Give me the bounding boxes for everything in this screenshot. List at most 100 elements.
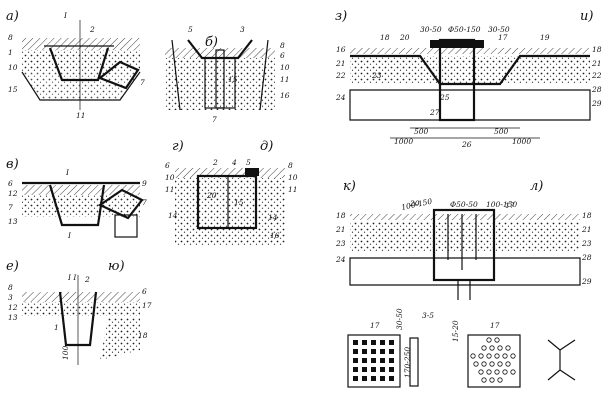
- callout-17-grate-sq: 17: [370, 321, 380, 330]
- grate-hole: [486, 369, 492, 375]
- callout-13: 13: [8, 217, 18, 226]
- callout-21k: 21: [335, 225, 346, 234]
- callout-10b: 10: [280, 63, 290, 72]
- section-mark-a: I: [63, 11, 68, 20]
- callout-6v: 6: [8, 179, 13, 188]
- panel-label-z: з): [335, 9, 347, 24]
- panel-label-v: в): [6, 157, 19, 172]
- grate-hole: [481, 361, 487, 367]
- grate-hole: [497, 361, 503, 367]
- callout-3: 3: [240, 25, 245, 34]
- callout-17k: 17: [505, 201, 515, 210]
- slab-layer: [165, 48, 275, 58]
- dim-phi-50-150: Φ50-150: [448, 25, 481, 34]
- callout-14g2: 14: [268, 213, 278, 222]
- grate-plate: [347, 334, 401, 388]
- grate-hole: [510, 353, 516, 359]
- callout-6e: 6: [142, 287, 147, 296]
- grate-hole: [486, 337, 492, 343]
- panel-z: [349, 38, 591, 139]
- grate-hole: [502, 369, 508, 375]
- grate-hole: [362, 358, 367, 363]
- grate-hole: [353, 376, 358, 381]
- concrete-layer: [175, 178, 285, 245]
- callout-15g: 15: [234, 198, 244, 207]
- slab-layer: [22, 38, 140, 50]
- grate-square: [347, 334, 419, 388]
- side-walls: [171, 39, 269, 111]
- callout-15: 15: [8, 85, 18, 94]
- callout-9: 9: [142, 179, 147, 188]
- grate-hole: [371, 358, 376, 363]
- grate-hole: [353, 358, 358, 363]
- callout-1e: 1: [54, 323, 59, 332]
- section-mark-e: I I: [67, 273, 77, 282]
- callout-28: 28: [591, 85, 602, 94]
- grate-hole: [494, 353, 500, 359]
- panel-label-e: е): [6, 259, 19, 274]
- grate-round: [467, 334, 576, 388]
- top-layer: [350, 48, 590, 54]
- callout-18e: 18: [138, 331, 148, 340]
- grate-hole: [505, 345, 511, 351]
- panel-g: [175, 168, 285, 245]
- callout-2g: 2: [212, 158, 218, 167]
- slab-layer: [22, 292, 140, 302]
- grate-hole: [380, 358, 385, 363]
- grate-plate: [467, 334, 521, 388]
- drain-cap: [430, 40, 484, 48]
- callout-23: 23: [371, 71, 382, 80]
- callout-17-grate-rd: 17: [490, 321, 500, 330]
- grate-hole: [371, 340, 376, 345]
- callout-8: 8: [8, 33, 13, 42]
- grate-hole: [497, 377, 503, 383]
- membrane: [350, 54, 590, 86]
- callout-29: 29: [591, 99, 602, 108]
- callout-13e: 13: [8, 313, 18, 322]
- dim-500-left: 500: [414, 127, 429, 136]
- concrete-layer: [22, 195, 140, 217]
- dim-phi50-50: Φ50-50: [450, 200, 478, 209]
- callout-2e: 2: [84, 275, 90, 284]
- grate-bracket: [547, 339, 576, 381]
- callout-3e: 3: [8, 293, 13, 302]
- dim-1000-left: 1000: [394, 137, 413, 146]
- callout-22: 22: [335, 71, 346, 80]
- callout-7: 7: [140, 78, 145, 87]
- grate-hole: [353, 367, 358, 372]
- labels: а) б) в) г) д) е) ю) з) и) к) л) I I I I…: [6, 9, 602, 378]
- section-mark-v-bot: I: [67, 231, 72, 240]
- grate-hole: [489, 361, 495, 367]
- callout-27: 27: [429, 108, 440, 117]
- pipe-end: [114, 214, 138, 238]
- panel-label-i: и): [580, 9, 593, 24]
- drain-tubes: [447, 214, 477, 270]
- grate-hole: [505, 361, 511, 367]
- section-mark-v-top: I: [65, 168, 70, 177]
- callout-11g2: 11: [288, 185, 298, 194]
- top-layer: [350, 214, 580, 220]
- grate-hole: [371, 349, 376, 354]
- dim-30-50-left: 30-50: [420, 25, 442, 34]
- grate-hole: [362, 376, 367, 381]
- slab-layer: [22, 185, 140, 195]
- callout-10: 10: [8, 63, 18, 72]
- grate-hole: [353, 349, 358, 354]
- callout-6g: 6: [165, 161, 170, 170]
- callout-16z: 16: [336, 45, 346, 54]
- dim-30-50-right: 30-50: [488, 25, 510, 34]
- callout-19: 19: [540, 33, 550, 42]
- grate-hole: [380, 349, 385, 354]
- callout-5: 5: [188, 25, 193, 34]
- callout-18z2: 18: [592, 45, 602, 54]
- grate-hole: [478, 353, 484, 359]
- callout-29k: 29: [581, 277, 592, 286]
- callout-14: 14: [168, 211, 178, 220]
- insulation-layer: [350, 222, 580, 252]
- grate-hole: [389, 358, 394, 363]
- grate-hole: [494, 369, 500, 375]
- outlet-pipe: [97, 60, 140, 90]
- callout-11b: 11: [280, 75, 290, 84]
- panel-label-yu: ю): [108, 259, 125, 274]
